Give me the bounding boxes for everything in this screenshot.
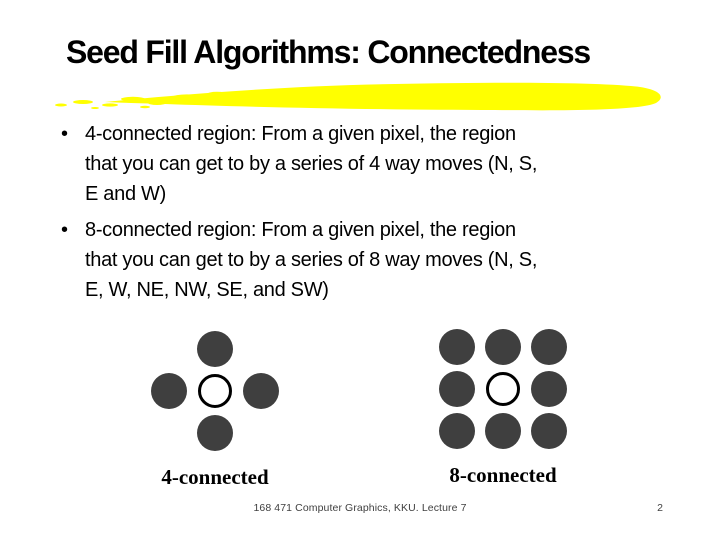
grid-cell: [146, 412, 192, 454]
grid-cell: [434, 368, 480, 410]
grid-cell: [434, 410, 480, 452]
grid-cell: [480, 410, 526, 452]
seed-pixel-circle: [486, 372, 520, 406]
diagram-label-4-connected: 4-connected: [161, 465, 269, 489]
pixel-circle: [485, 413, 521, 449]
pixel-circle: [243, 373, 279, 409]
grid-cell: [192, 370, 238, 412]
pixel-circle: [531, 413, 567, 449]
grid-cell: [146, 328, 192, 370]
grid-cell: [192, 328, 238, 370]
grid-cell: [526, 368, 572, 410]
diagram-4-connected: 4-connected: [146, 328, 284, 490]
bullet-list: • 4-connected region: From a given pixel,…: [58, 119, 666, 311]
grid-cell: [238, 370, 284, 412]
pixel-circle: [439, 413, 475, 449]
bullet-item: • 4-connected region: From a given pixel,…: [58, 119, 666, 209]
pixel-circle: [197, 331, 233, 367]
pixel-grid-4-connected: [146, 328, 284, 454]
pixel-circle: [485, 329, 521, 365]
slide-title: Seed Fill Algorithms: Connectedness: [66, 34, 591, 70]
grid-cell: [480, 368, 526, 410]
pixel-circle: [439, 371, 475, 407]
seed-pixel-circle: [198, 374, 232, 408]
page-number: 2: [657, 502, 663, 514]
pixel-circle: [531, 371, 567, 407]
pixel-circle: [197, 415, 233, 451]
pixel-circle: [531, 329, 567, 365]
grid-cell: [480, 326, 526, 368]
grid-cell: [526, 326, 572, 368]
swoosh-stroke: [55, 82, 661, 111]
footer-course-text: 168 471 Computer Graphics, KKU. Lecture …: [253, 502, 467, 514]
diagram-label-8-connected: 8-connected: [449, 463, 557, 487]
bullet-text: 4-connected region: From a given pixel, …: [85, 123, 538, 205]
yellow-marker-swoosh-icon: [55, 82, 661, 111]
grid-cell: [192, 412, 238, 454]
pixel-circle: [151, 373, 187, 409]
grid-cell: [238, 328, 284, 370]
grid-cell: [526, 410, 572, 452]
bullet-dot: •: [61, 219, 68, 241]
pixel-grid-8-connected: [434, 326, 572, 452]
bullet-dot: •: [61, 123, 68, 145]
bullet-text: 8-connected region: From a given pixel, …: [85, 219, 538, 301]
bullet-item: • 8-connected region: From a given pixel,…: [58, 215, 666, 305]
grid-cell: [434, 326, 480, 368]
pixel-circle: [439, 329, 475, 365]
diagram-8-connected: 8-connected: [434, 326, 572, 488]
grid-cell: [146, 370, 192, 412]
grid-cell: [238, 412, 284, 454]
